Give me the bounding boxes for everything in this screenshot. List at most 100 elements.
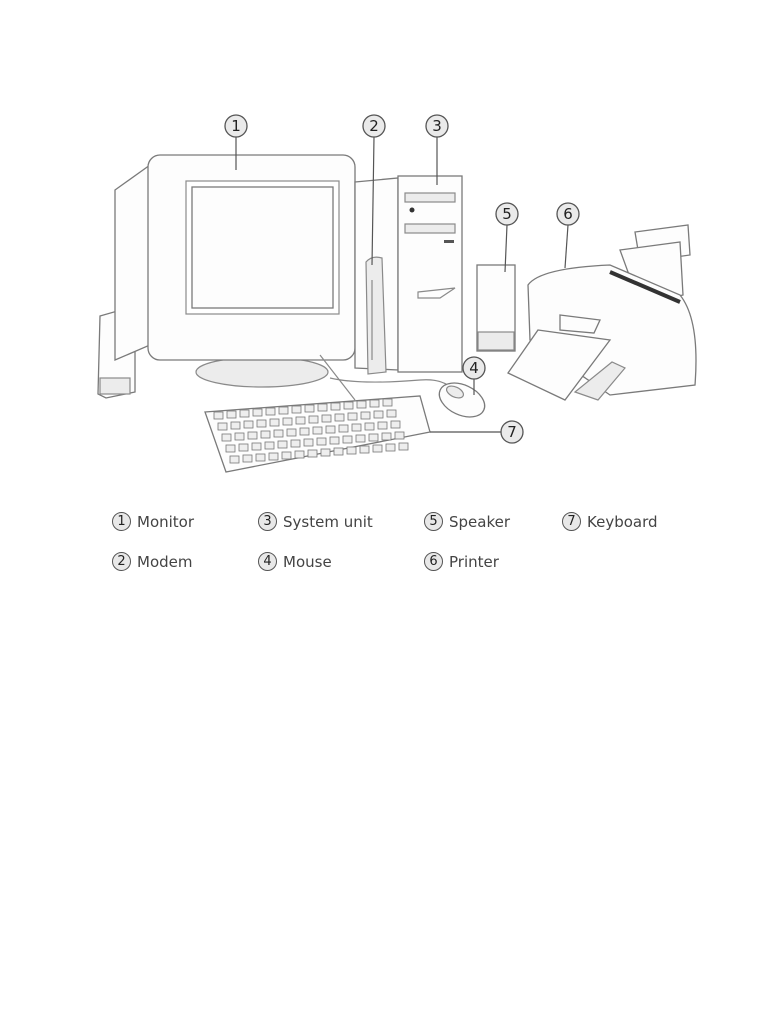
keyboard-key xyxy=(299,427,310,436)
keyboard-key xyxy=(221,433,232,442)
keyboard-key xyxy=(247,431,258,440)
keyboard-key xyxy=(346,446,357,455)
keyboard-key xyxy=(321,414,332,423)
keyboard-key xyxy=(372,444,383,453)
keyboard-key xyxy=(342,435,353,444)
keyboard-key xyxy=(213,411,224,420)
keyboard-key xyxy=(316,437,327,446)
keyboard-cable xyxy=(319,354,356,401)
callout-number: 1 xyxy=(231,117,241,135)
legend-label: Printer xyxy=(449,552,499,571)
keyboard-key xyxy=(330,402,341,411)
keyboard-key xyxy=(217,422,228,431)
callout-5: 5 xyxy=(495,202,519,226)
legend-label: Mouse xyxy=(283,552,332,571)
keyboard-key xyxy=(386,409,397,418)
keyboard-key xyxy=(325,425,336,434)
callout-number: 6 xyxy=(563,205,573,223)
keyboard-key xyxy=(303,438,314,447)
keyboard-key xyxy=(265,407,276,416)
keyboard-key xyxy=(251,442,262,451)
keyboard-key xyxy=(334,413,345,422)
modem xyxy=(365,256,387,375)
keyboard xyxy=(204,395,431,473)
keyboard-key xyxy=(338,424,349,433)
callout-2: 2 xyxy=(362,114,386,138)
keyboard-key xyxy=(390,420,401,429)
keyboard-key xyxy=(239,409,250,418)
keyboard-key xyxy=(317,403,328,412)
keyboard-key xyxy=(294,450,305,459)
legend-number: 6 xyxy=(424,552,443,571)
keyboard-key xyxy=(360,411,371,420)
keyboard-key xyxy=(286,428,297,437)
monitor xyxy=(114,154,356,388)
keyboard-key xyxy=(312,426,323,435)
callout-7: 7 xyxy=(500,420,524,444)
legend-label: Modem xyxy=(137,552,193,571)
legend-number: 3 xyxy=(258,512,277,531)
callout-number: 4 xyxy=(469,359,479,377)
keyboard-key xyxy=(277,440,288,449)
callout-6: 6 xyxy=(556,202,580,226)
printer xyxy=(507,224,697,401)
legend-item-system-unit: 3 System unit xyxy=(258,512,373,531)
legend-label: Speaker xyxy=(449,512,511,531)
keyboard-key xyxy=(291,405,302,414)
keyboard-key xyxy=(242,454,253,463)
callout-number: 5 xyxy=(502,205,512,223)
keyboard-key xyxy=(278,406,289,415)
callout-4: 4 xyxy=(462,356,486,380)
legend-number: 1 xyxy=(112,512,131,531)
keyboard-key xyxy=(243,420,254,429)
keyboard-key xyxy=(329,436,340,445)
keyboard-key xyxy=(268,452,279,461)
legend-label: Keyboard xyxy=(587,512,658,531)
keyboard-key xyxy=(282,417,293,426)
right-speaker xyxy=(476,264,516,352)
keyboard-key xyxy=(256,419,267,428)
leader-lines xyxy=(235,136,569,433)
legend-label: Monitor xyxy=(137,512,195,531)
legend-item-modem: 2 Modem xyxy=(112,552,192,571)
mouse-cable xyxy=(329,377,456,393)
keyboard-key xyxy=(281,451,292,460)
keyboard-key xyxy=(333,447,344,456)
keyboard-key xyxy=(229,455,240,464)
legend-item-speaker: 5 Speaker xyxy=(424,512,510,531)
legend-label: System unit xyxy=(283,512,373,531)
keyboard-key xyxy=(238,443,249,452)
keyboard-key xyxy=(320,448,331,457)
callout-3: 3 xyxy=(425,114,449,138)
keyboard-key xyxy=(347,412,358,421)
keyboard-key xyxy=(377,421,388,430)
keyboard-key xyxy=(385,443,396,452)
keyboard-key xyxy=(368,433,379,442)
keyboard-key xyxy=(260,430,271,439)
keyboard-key xyxy=(264,441,275,450)
keyboard-key xyxy=(290,439,301,448)
callout-number: 3 xyxy=(432,117,442,135)
callout-1: 1 xyxy=(224,114,248,138)
legend-number: 2 xyxy=(112,552,131,571)
keyboard-key xyxy=(234,432,245,441)
keyboard-key xyxy=(394,431,405,440)
legend-item-printer: 6 Printer xyxy=(424,552,499,571)
keyboard-key xyxy=(381,432,392,441)
keyboard-key xyxy=(369,399,380,408)
keyboard-key xyxy=(269,418,280,427)
callout-number: 2 xyxy=(369,117,379,135)
keyboard-key xyxy=(230,421,241,430)
keyboard-key xyxy=(304,404,315,413)
keyboard-key xyxy=(295,416,306,425)
legend-item-monitor: 1 Monitor xyxy=(112,512,194,531)
keyboard-key xyxy=(351,423,362,432)
legend-number: 4 xyxy=(258,552,277,571)
keyboard-key xyxy=(225,444,236,453)
legend-number: 5 xyxy=(424,512,443,531)
keyboard-key xyxy=(356,400,367,409)
mouse xyxy=(438,382,486,418)
keyboard-key xyxy=(364,422,375,431)
